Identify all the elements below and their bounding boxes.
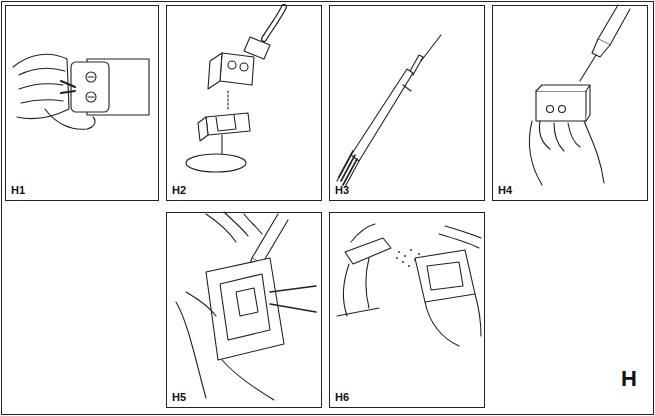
- handpiece: [252, 214, 288, 264]
- lower-block-side: [198, 117, 208, 141]
- panel-label: H3: [335, 184, 349, 196]
- hand-outline: [13, 54, 69, 118]
- disc: [186, 154, 246, 172]
- panel-label: H6: [335, 391, 349, 403]
- tool-tip: [61, 81, 75, 93]
- handpiece-disc-illustration: [186, 7, 284, 172]
- block: [536, 91, 586, 121]
- upper-fingers: [439, 226, 481, 248]
- tube-block-illustration: [529, 5, 630, 185]
- palm-line: [222, 360, 274, 400]
- screw: [559, 106, 566, 113]
- bottle-shoulder: [337, 308, 379, 316]
- panel-label: H5: [172, 391, 186, 403]
- screw: [547, 106, 554, 113]
- block: [415, 250, 475, 302]
- syringe-body: [351, 69, 413, 161]
- hands-handpiece-illustration: [176, 212, 316, 400]
- step-panel: H3: [329, 5, 485, 201]
- panel-label: H1: [11, 184, 25, 196]
- block-face: [427, 262, 463, 290]
- figure-letter: H: [621, 366, 637, 392]
- step-panel: H6: [329, 212, 485, 408]
- needle: [421, 35, 441, 61]
- lower-block: [206, 113, 250, 135]
- panel-label: H4: [498, 184, 512, 196]
- tube-body: [598, 5, 630, 45]
- lower-block-slot: [216, 115, 236, 131]
- upper-block: [220, 53, 254, 85]
- finger-lines: [19, 68, 65, 103]
- pliers: [270, 286, 316, 312]
- block: [206, 258, 284, 360]
- block-face: [220, 274, 270, 340]
- step-panel: H4: [492, 5, 648, 201]
- hand-block-illustration: [13, 54, 149, 129]
- alignment-line: [227, 91, 228, 109]
- grip-hatch: [339, 151, 357, 185]
- block-window: [236, 288, 258, 316]
- hand-outline: [529, 121, 604, 185]
- tube-nozzle: [580, 55, 596, 81]
- step-panel: H5: [166, 212, 322, 408]
- upper-fingers: [206, 212, 262, 242]
- block-top: [536, 85, 590, 121]
- plate: [71, 62, 109, 112]
- bottle-neck: [343, 258, 369, 316]
- lower-hand: [176, 292, 216, 398]
- step-panel: H2: [166, 5, 322, 201]
- finger-lines: [539, 121, 580, 151]
- syringe-illustration: [337, 35, 441, 187]
- screw: [228, 61, 236, 69]
- screw-slot: [88, 77, 94, 97]
- screw: [240, 63, 248, 71]
- upper-block-side: [208, 53, 222, 89]
- cable: [264, 7, 284, 39]
- cable-core: [264, 7, 284, 39]
- panel-label: H2: [172, 184, 186, 196]
- step-panel: H1: [5, 5, 159, 201]
- tube-neck: [592, 39, 610, 57]
- trigger: [351, 224, 375, 242]
- spray-illustration: [337, 224, 481, 346]
- lower-hand: [425, 294, 481, 346]
- collar: [403, 85, 411, 91]
